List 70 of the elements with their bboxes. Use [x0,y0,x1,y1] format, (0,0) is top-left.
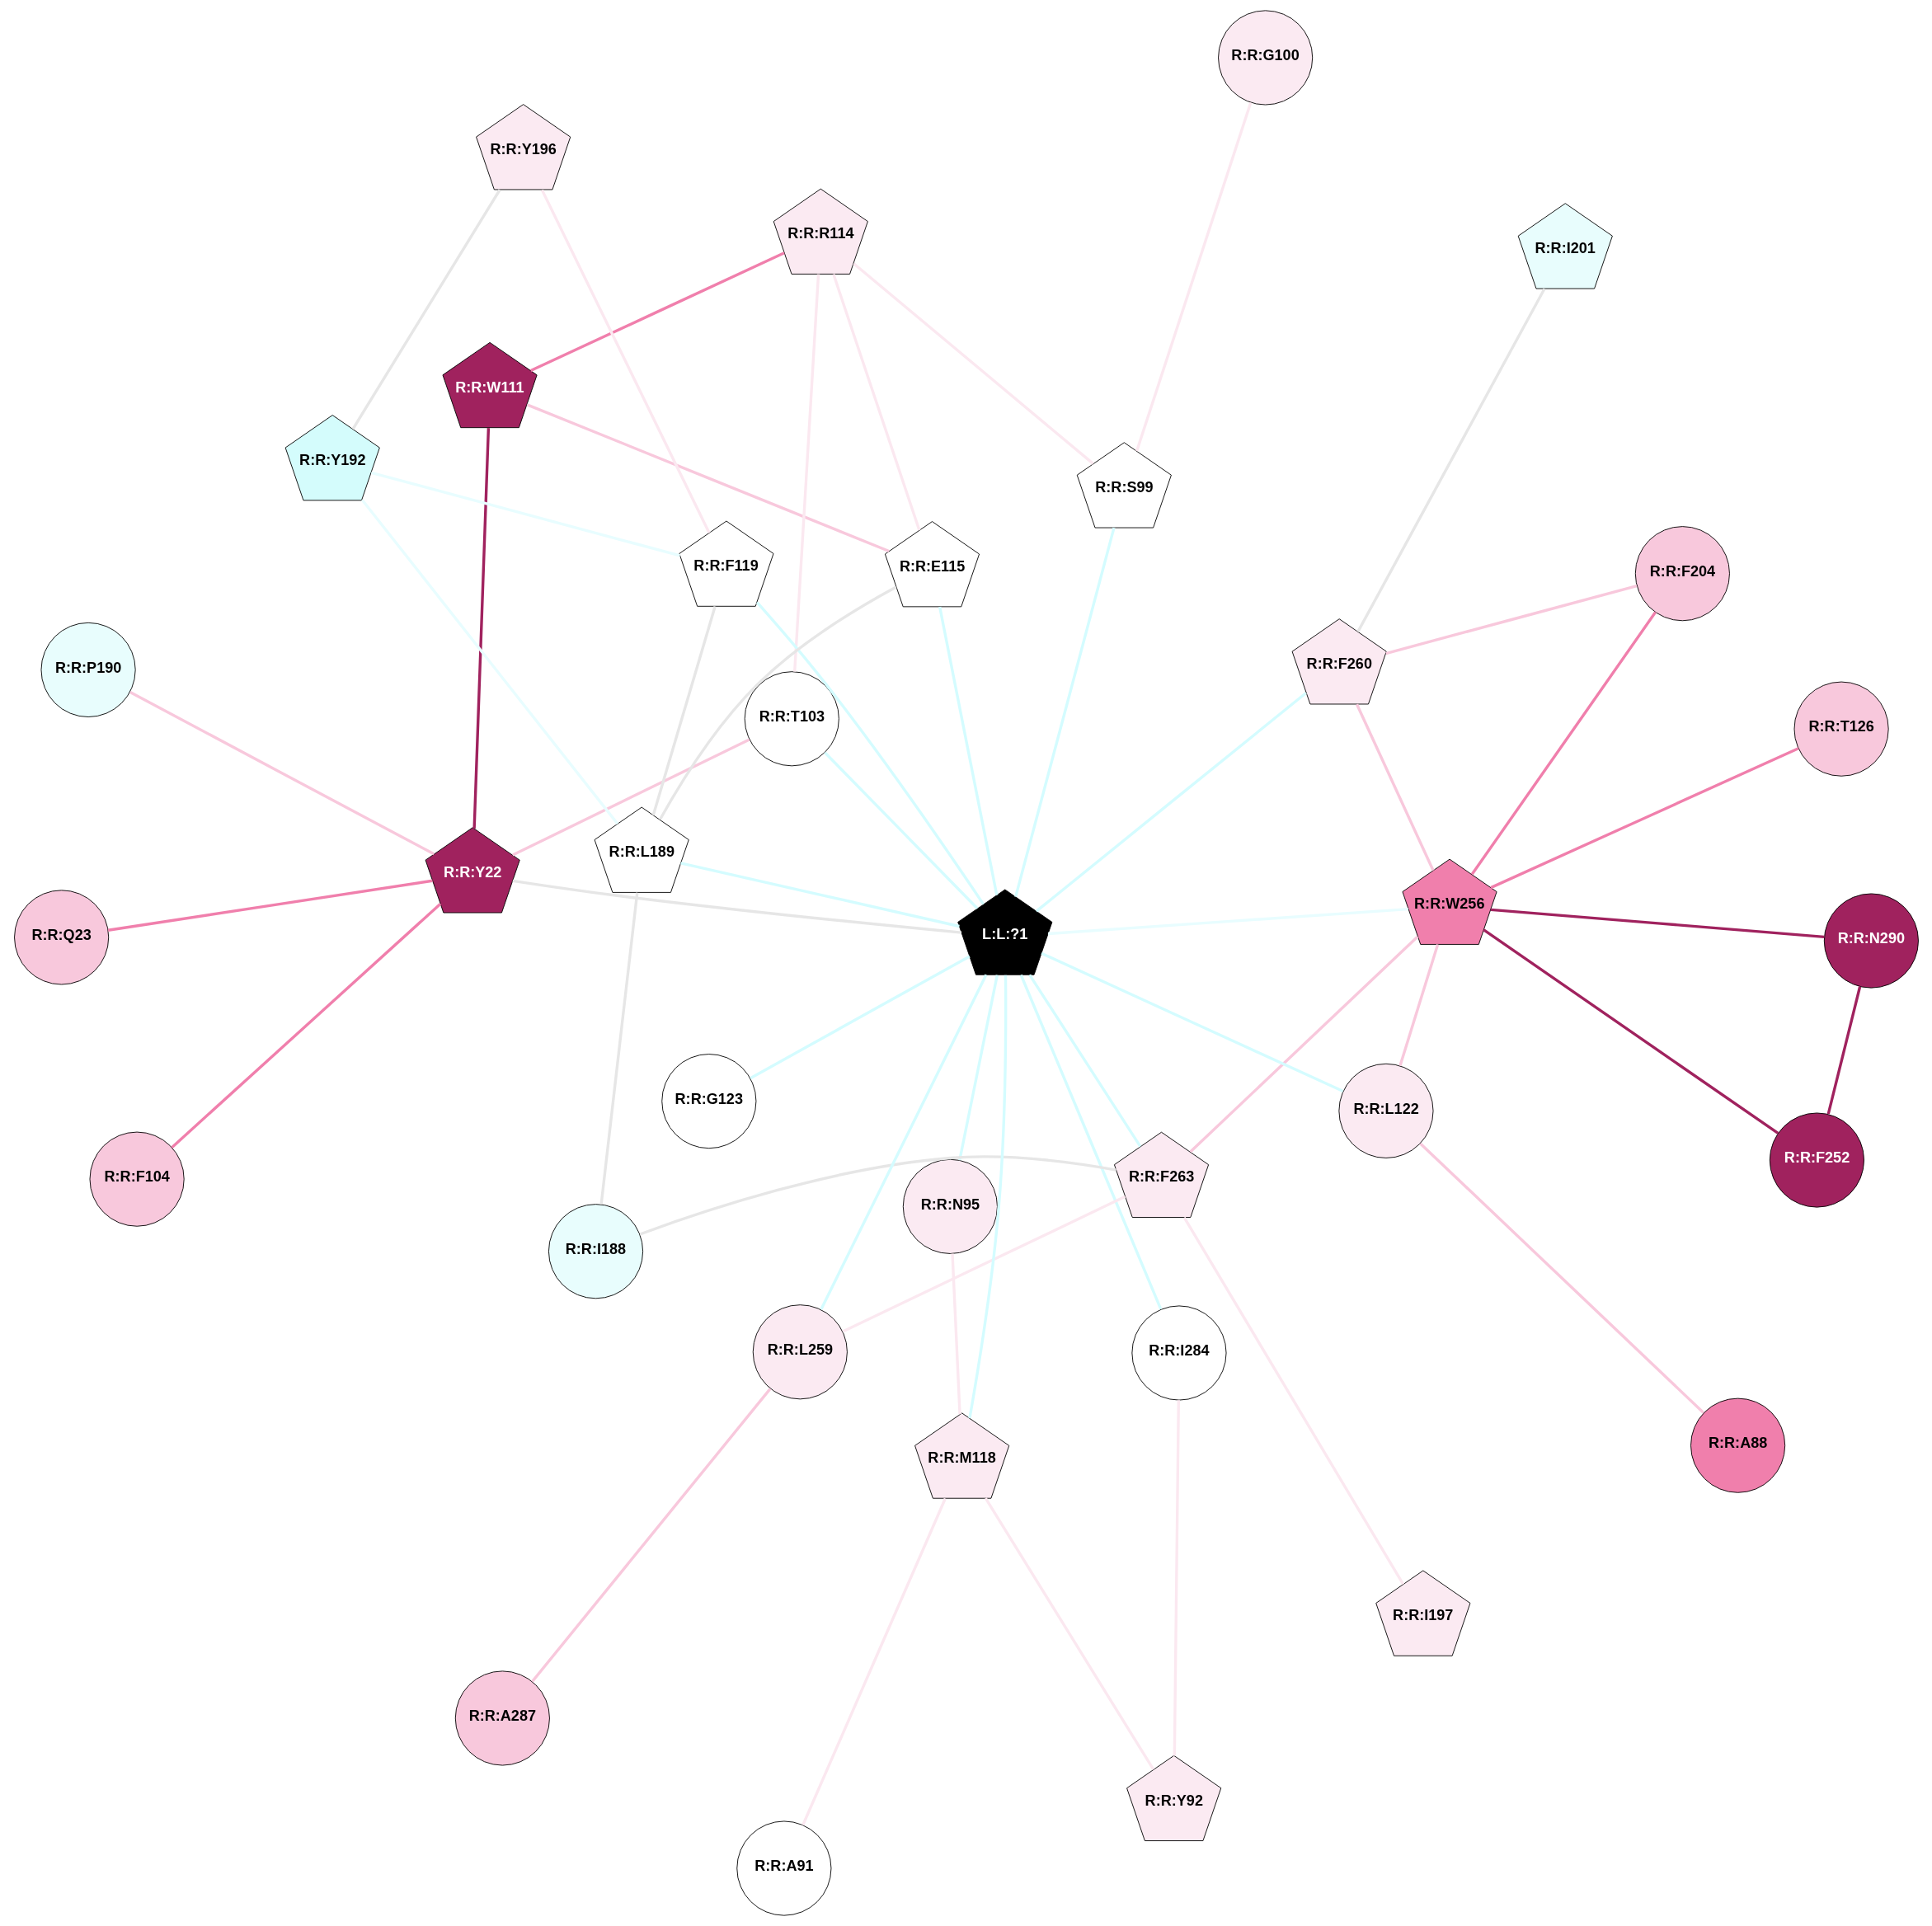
connector [360,499,618,825]
connector [512,879,961,934]
node-circle: R:R:T126 [1793,681,1889,777]
node-circle: R:R:A287 [454,1670,550,1766]
connector [1826,986,1861,1115]
connector [938,606,998,895]
connector [540,189,711,533]
connector [1035,692,1307,913]
connector [1398,944,1439,1067]
connector [792,274,820,672]
connector [1188,935,1418,1153]
connector [351,189,501,430]
connector [599,892,638,1205]
connector [801,1497,947,1826]
connector [129,691,435,856]
node-circle: R:R:G123 [660,1054,756,1149]
connector [1384,585,1637,655]
connector [819,974,987,1310]
connector [1135,102,1252,452]
connector [1173,1400,1180,1756]
node-circle: R:R:L259 [752,1304,848,1400]
node-circle: R:R:P190 [40,622,136,717]
node-circle: R:R:N290 [1823,893,1919,989]
connector [1047,907,1408,936]
connector [1490,908,1824,939]
node-circle: R:R:A88 [1690,1398,1785,1493]
node-circle: R:R:I188 [548,1204,643,1299]
connector [755,601,985,905]
connector [1470,611,1657,876]
connector [823,751,978,909]
connector [967,975,1007,1419]
connector [1013,527,1116,898]
connector [1418,1142,1704,1414]
connector [526,403,890,553]
connector [658,585,897,820]
connector [170,902,441,1149]
node-circle: R:R:Q23 [13,890,109,985]
node-circle: R:R:T103 [744,671,839,767]
connector [651,606,717,816]
node-circle: R:R:L122 [1337,1063,1433,1158]
connector [107,879,433,932]
node-circle: R:R:N95 [902,1158,998,1254]
connector [1019,974,1162,1310]
node-circle: R:R:F104 [89,1131,185,1227]
connector [1182,1216,1404,1585]
connector [1027,974,1141,1148]
connector [841,1195,1126,1333]
connector [1483,928,1779,1134]
node-circle: R:R:F252 [1769,1112,1864,1208]
connector [370,471,680,557]
connector [679,862,960,928]
connector [852,262,1094,465]
connector [472,428,490,829]
connector [749,955,971,1080]
connector [984,1497,1154,1771]
connector [529,251,785,372]
node-circle: R:R:I284 [1131,1305,1226,1401]
connector [530,1388,771,1683]
connector [639,1155,1116,1236]
node-circle: R:R:F204 [1634,526,1730,622]
connector [957,975,999,1161]
node-circle: R:R:A91 [736,1820,831,1916]
connector [1489,747,1799,890]
connector [511,738,750,857]
connector [831,273,920,531]
connector [1356,288,1546,632]
node-circle: R:R:G100 [1217,10,1313,106]
connector [1355,703,1435,871]
connector [1040,951,1343,1093]
connector [950,1253,961,1415]
